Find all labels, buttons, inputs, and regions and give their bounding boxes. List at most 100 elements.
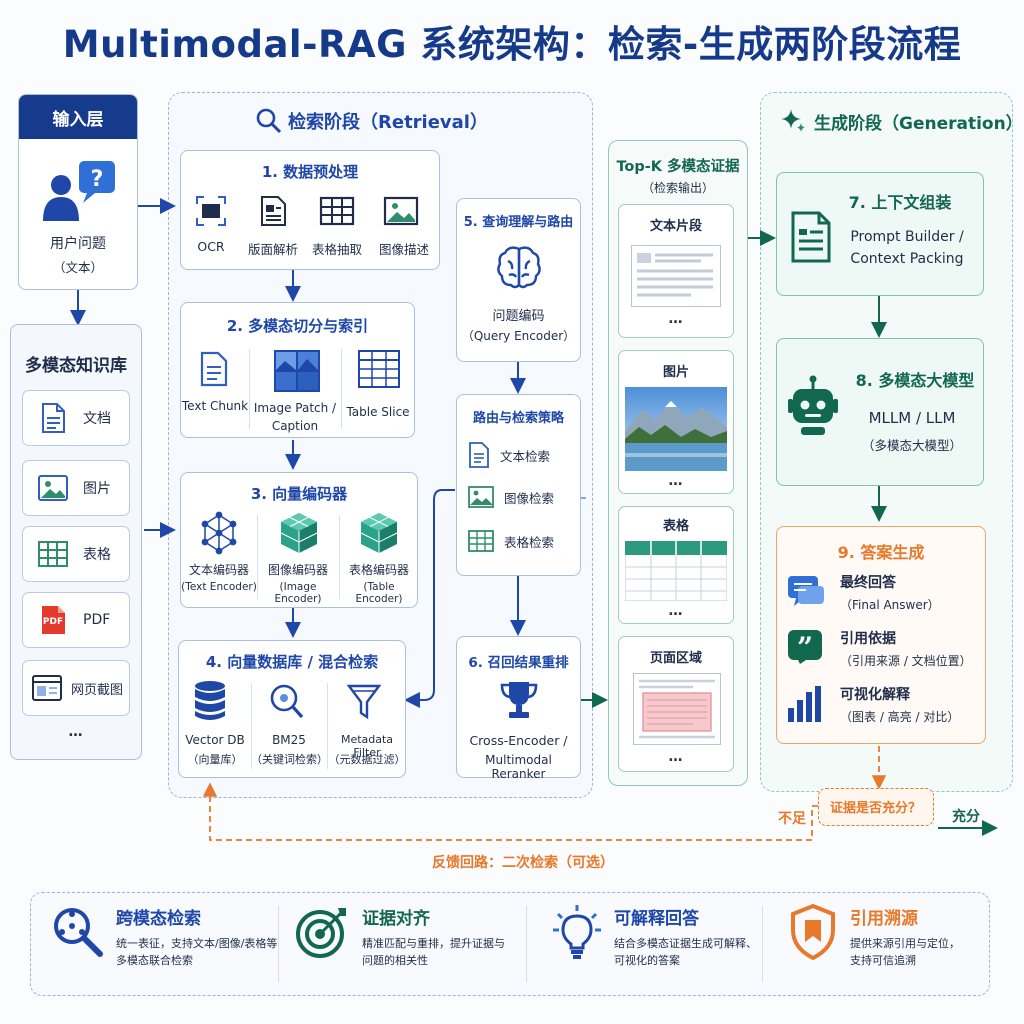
step7-line2: Context Packing [850,251,964,267]
grid-table-icon [468,530,494,552]
kb-item-image: 图片 [22,460,130,516]
route-label: 表格检索 [504,534,555,550]
step6-line2: Multimodal Reranker [485,753,552,781]
step3-item-en: (Text Encoder) [181,581,257,593]
step8-title: 8. 多模态大模型 [855,371,975,390]
feature-desc: 可视化的答案 [614,954,680,967]
evidence-image: 图片 … [618,350,734,494]
cross-modal-search-icon [54,908,103,957]
step3-title: 3. 向量编码器 [250,485,348,503]
filter-icon [347,684,381,720]
image-caption-icon [383,196,419,226]
chat-bubble-icon [788,576,824,606]
answer-sub: （引用来源 / 文档位置） [840,654,972,668]
step8-line1: MLLM / LLM [868,409,956,427]
evidence-page-region: 页面区域 … [618,636,734,772]
step3-item-name: 图像编码器 [267,563,328,577]
step3-item-en: (Image Encoder) [274,581,322,605]
answer-final: 最终回答 （Final Answer） [786,572,940,613]
table-extract-icon [319,196,355,226]
layout-parse-icon [261,196,286,226]
step3-item-name: 文本编码器 [188,563,249,577]
step3-item-name: 表格编码器 [348,563,409,577]
pdf-icon [42,606,65,634]
sparkle-icon [781,109,805,132]
insufficient-label: 不足 [778,811,806,827]
evidence-label: 页面区域 [649,651,702,666]
step4-item-sub: （关键词检索） [251,753,328,766]
pdf-badge: PDF [42,617,64,627]
answer-citation: ” 引用依据 （引用来源 / 文档位置） [786,628,972,669]
image-encoder-icon [280,513,318,553]
feature-title: 可解释回答 [614,909,699,929]
trophy-icon [500,682,538,718]
evidence-more: … [668,473,684,489]
feature-cross-modal: 跨模态检索 统一表征，支持文本/图像/表格等多模态联合检索 [50,904,277,984]
evidence-check-text: 证据是否充分？ [829,801,921,816]
step3-item-en: (Table Encoder) [355,581,403,605]
step4-vector-db: 4. 向量数据库 / 混合检索 Vector DB （向量库） BM25 （关键… [178,640,406,778]
route-label: 图像检索 [504,490,555,506]
kb-item-pdf: PDF PDF [22,592,130,648]
feature-desc: 支持可信追溯 [850,954,916,967]
landscape-photo-icon [625,387,727,471]
image-patch-icon [274,350,320,392]
step4-item-name: BM25 [272,733,306,747]
step1-item: 图像描述 [378,242,429,257]
step7-line1: Prompt Builder / [850,229,964,245]
table-icon [38,541,68,567]
route-text-retrieval: 文本检索 [468,442,550,468]
step6-line1: Cross-Encoder / [469,733,568,748]
kb-item-label: 表格 [83,547,111,563]
answer-title: 可视化解释 [840,687,910,703]
answer-sub: （图表 / 高亮 / 对比） [840,710,960,724]
step2-item: Table Slice [346,405,410,419]
step1-item: OCR [197,239,225,254]
kb-item-label: 文档 [83,411,111,427]
feature-desc: 提供来源引用与定位， [850,937,960,950]
picture-icon [468,486,494,508]
answer-title: 引用依据 [840,631,896,647]
route-image-retrieval: 图像检索 [468,486,554,508]
page-title: Multimodal-RAG 系统架构：检索-生成两阶段流程 [62,23,962,66]
step7-context-assembly: 7. 上下文组装 Prompt Builder / Context Packin… [776,172,984,296]
step9-title: 9. 答案生成 [837,543,925,562]
step3-encoders: 3. 向量编码器 文本编码器 (Text Encoder) 图像编码器 (Ima… [180,472,418,608]
table-preview-icon [625,541,727,601]
input-layer-header: 输入层 [19,95,137,139]
webpage-screenshot-icon [32,675,62,701]
evidence-title: Top-K 多模态证据 [616,159,740,175]
feature-title: 证据对齐 [362,909,430,929]
text-encoder-icon [201,511,237,555]
input-layer: 输入层 ? 用户问题 （文本） [18,94,138,290]
user-question-sub: （文本） [52,260,103,275]
feature-citation-trace: 引用溯源 提供来源引用与定位，支持可信追溯 [790,904,960,984]
step2-item: Image Patch / Caption [253,401,337,433]
kb-title: 多模态知识库 [25,356,127,376]
retrieval-title: 检索阶段（Retrieval） [256,108,488,134]
step5-query-understanding: 5. 查询理解与路由 问题编码 （Query Encoder） [456,198,581,362]
step1-preprocessing: 1. 数据预处理 OCR 版面解析 表格抽取 图像描述 [180,150,440,270]
evidence-more: … [668,603,684,619]
step4-item-sub: （向量库） [187,753,243,766]
user-question-label: 用户问题 [50,236,106,252]
feature-desc: 精准匹配与重排，提升证据与 [362,937,505,950]
step4-item-name: Vector DB [185,733,245,747]
lightbulb-icon [553,905,601,959]
step5-sub: （Query Encoder） [461,329,576,343]
kb-item-label: PDF [83,612,111,628]
document-icon [42,403,65,433]
step2-title: 2. 多模态切分与索引 [226,317,369,335]
shield-bookmark-icon [791,904,835,960]
answer-sub: （Final Answer） [840,598,940,612]
step4-item-name: Metadata Filter [340,733,394,759]
brain-icon [497,246,541,289]
bar-chart-icon [788,686,821,722]
route-table-retrieval: 表格检索 [468,530,554,552]
evidence-check-node: 证据是否充分？ [818,788,934,826]
kb-item-label: 网页截图 [71,682,124,698]
step6-title: 6. 召回结果重排 [468,655,569,671]
step5-title: 5. 查询理解与路由 [463,215,574,230]
evidence-more: … [668,749,684,765]
evidence-more: … [668,311,684,327]
